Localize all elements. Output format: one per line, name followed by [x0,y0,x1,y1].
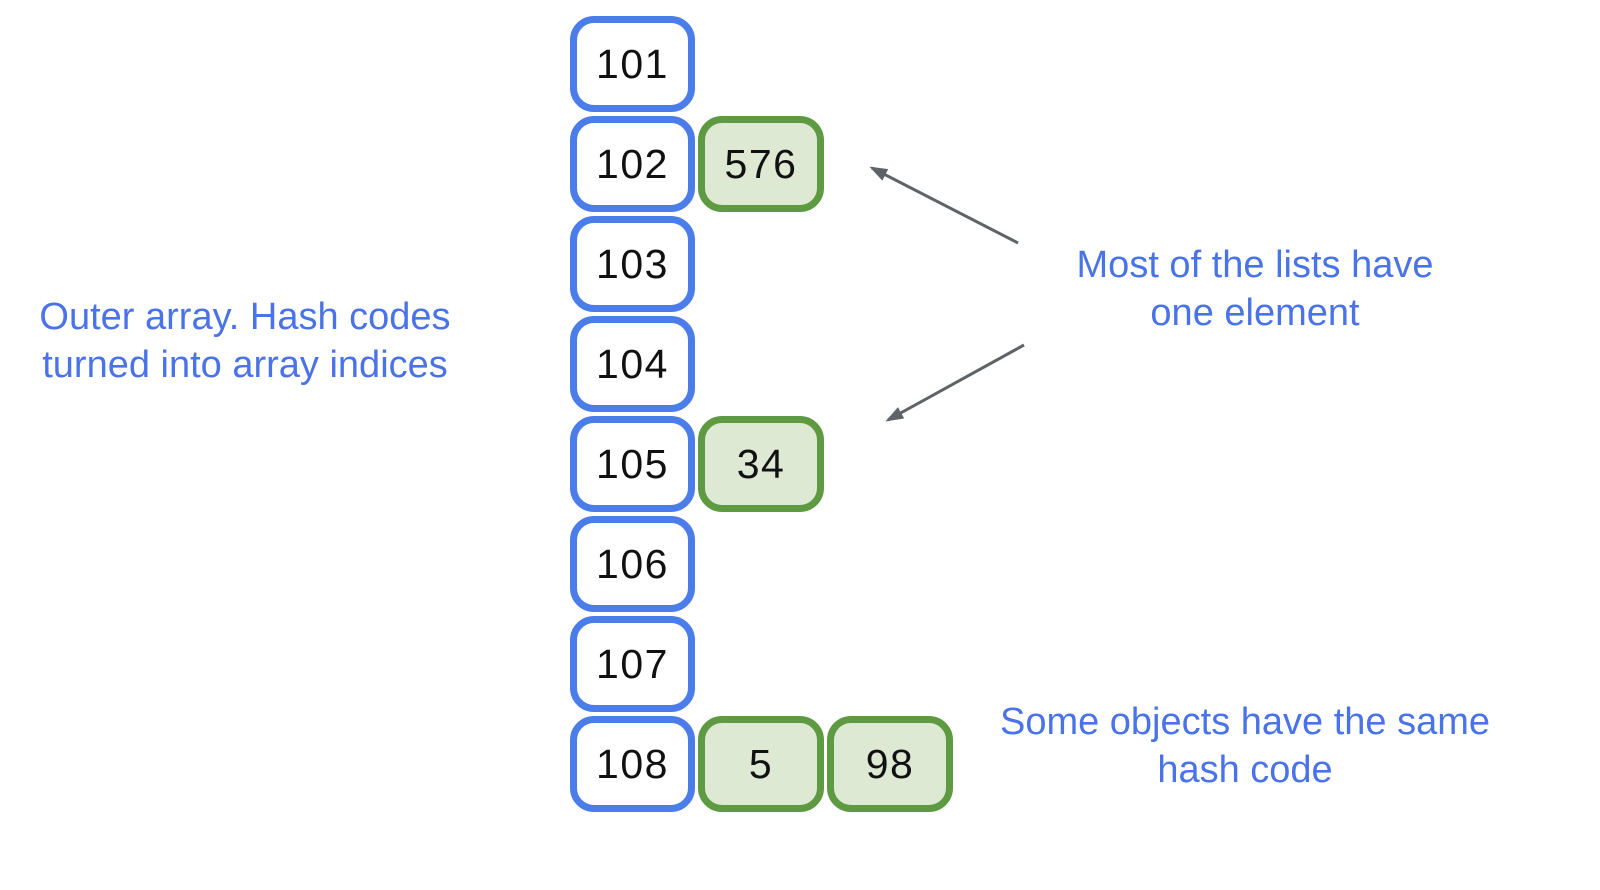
one-element-label-line2: one element [1150,292,1360,334]
array-index-cell: 105 [570,416,695,512]
array-row: 101 [570,16,953,112]
array-row: 103 [570,216,953,312]
array-row: 104 [570,316,953,412]
outer-array-label-line1: Outer array. Hash codes [39,296,451,338]
array-index-cell: 107 [570,616,695,712]
array-row: 102 576 [570,116,953,212]
array-index-cell: 108 [570,716,695,812]
same-hash-label-line2: hash code [1157,749,1333,791]
bucket-cell: 576 [698,116,824,212]
array-index-cell: 101 [570,16,695,112]
bucket-cell: 98 [827,716,953,812]
bucket-cell: 34 [698,416,824,512]
array-row: 106 [570,516,953,612]
array-row: 107 [570,616,953,712]
array-row: 108 5 98 [570,716,953,812]
same-hash-label: Some objects have the same hash code [990,698,1500,794]
same-hash-label-line1: Some objects have the same [999,701,1491,743]
array-index-cell: 106 [570,516,695,612]
outer-array-label-line2: turned into array indices [42,344,448,386]
one-element-label-line1: Most of the lists have [1076,244,1434,286]
outer-array-label: Outer array. Hash codes turned into arra… [15,293,475,389]
array-index-cell: 102 [570,116,695,212]
bucket-cell: 5 [698,716,824,812]
hash-array: 101 102 576 103 104 105 34 106 107 108 5… [570,16,953,812]
array-index-cell: 104 [570,316,695,412]
array-row: 105 34 [570,416,953,512]
one-element-label: Most of the lists have one element [1030,241,1480,337]
array-index-cell: 103 [570,216,695,312]
